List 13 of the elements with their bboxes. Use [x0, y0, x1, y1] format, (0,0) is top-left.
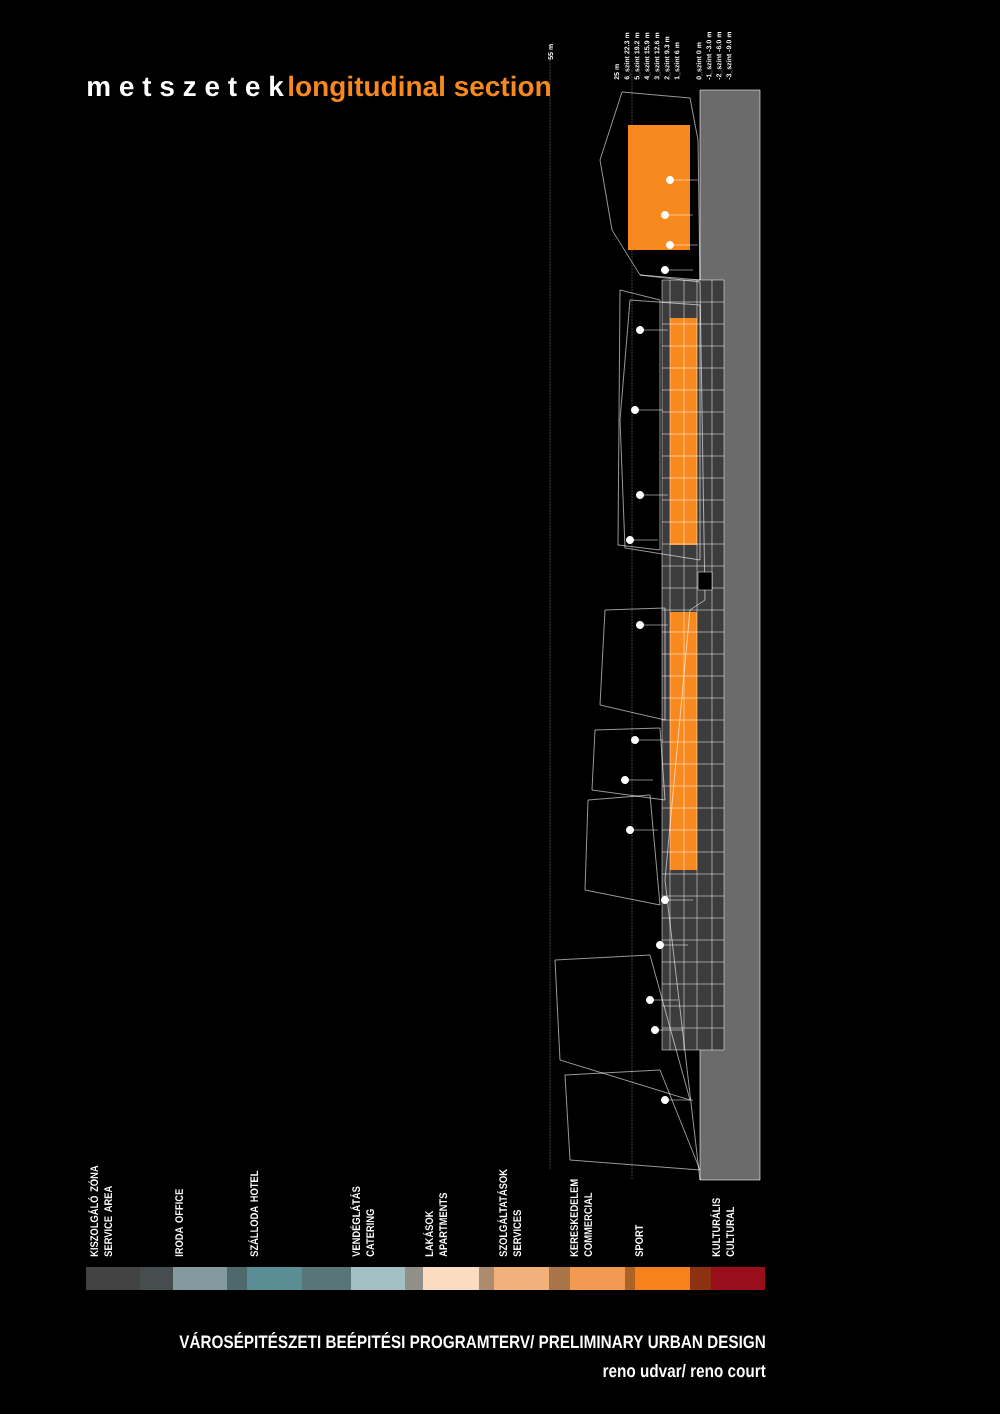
title: m e t s z e t e k — [88, 75, 284, 97]
legend-label: KULTURÁLIS CULTURAL — [710, 1198, 735, 1257]
legend-label: SPORT — [635, 1224, 643, 1257]
legend-label: SZOLGÁLTATÁSOK SERVICES — [497, 1169, 522, 1257]
subtitle: longitudinal section — [289, 75, 550, 102]
legend-label: SZÁLLODA HOTEL — [248, 1170, 259, 1257]
legend-label: IRODA OFFICE — [175, 1189, 183, 1257]
footer-title: VÁROSÉPITÉSZETI BEÉPITÉSI PROGRAMTERV/ PRELIMINARY URBAN DESIGN — [179, 1332, 765, 1349]
legend-label: VENDÉGLÁTÁS CATERING — [350, 1186, 375, 1257]
footer-subtitle: reno udvar/ reno court — [603, 1363, 766, 1378]
legend-label: LAKÁSOK APARTMENTS — [423, 1192, 448, 1257]
legend-label: KERESKEDELEM COMMERCIAL — [570, 1179, 592, 1257]
legend-label: KISZOLGÁLÓ ZÓNA SERVICE AREA — [88, 1165, 113, 1257]
